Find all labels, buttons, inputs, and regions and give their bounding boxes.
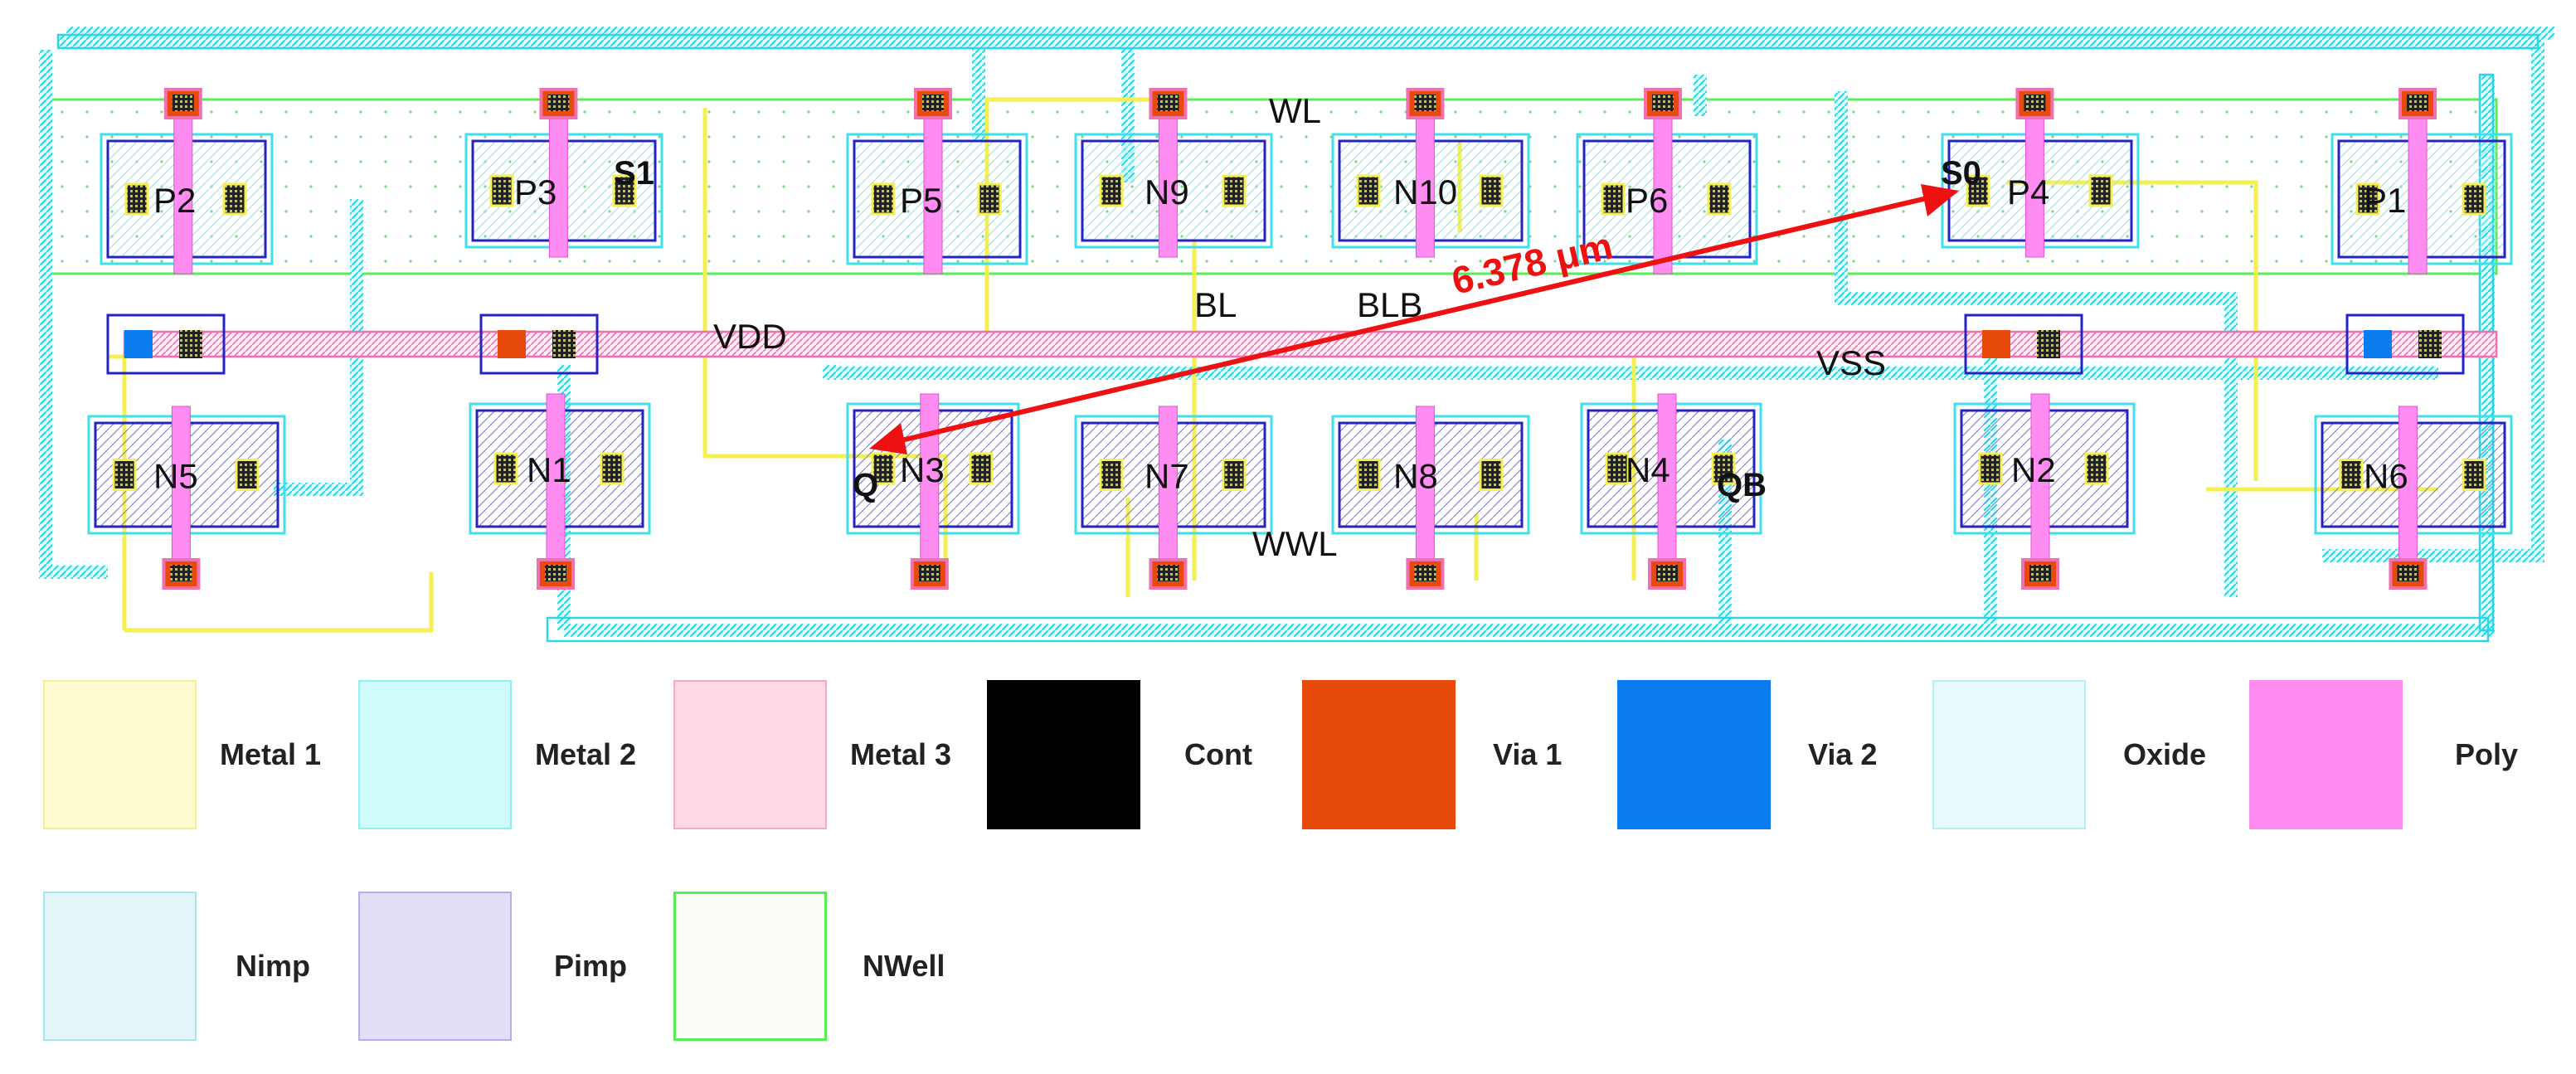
transistor-p6: P6 <box>1576 88 1758 275</box>
body-tie-cell <box>2345 313 2465 375</box>
node-label-q: Q <box>853 467 878 503</box>
transistor-n5: N5 <box>87 406 286 590</box>
node-label-s0: S0 <box>1941 155 1981 192</box>
metal2-routing <box>39 27 2554 637</box>
transistor-label-n9: N9 <box>1145 173 1189 211</box>
transistor-label-p2: P2 <box>153 181 196 220</box>
transistor-label-p5: P5 <box>900 181 942 220</box>
transistor-label-p6: P6 <box>1626 181 1668 220</box>
measurement-arrow <box>869 184 1959 454</box>
body-tie-cell <box>1964 313 2083 375</box>
transistor-n6: N6 <box>2314 406 2513 590</box>
transistor-n1: N1 <box>469 393 651 590</box>
transistor-label-n8: N8 <box>1393 457 1438 496</box>
transistor-label-p3: P3 <box>514 173 557 211</box>
transistor-n8: N8 <box>1331 406 1530 590</box>
transistor-label-n4: N4 <box>1626 450 1670 489</box>
transistor-n2: N2 <box>1953 393 2136 590</box>
transistor-n7: N7 <box>1074 406 1273 590</box>
transistor-p3: P3 <box>464 88 663 258</box>
transistor-p4: P4 <box>1941 88 2140 258</box>
transistor-p1: P1 <box>2331 88 2513 275</box>
node-label-qb: QB <box>1717 467 1767 503</box>
transistor-p5: P5 <box>846 88 1028 275</box>
transistor-n10: N10 <box>1331 88 1530 258</box>
transistor-n4: N4 <box>1580 393 1762 590</box>
transistor-n3: N3 <box>846 393 1020 590</box>
body-tie-cell <box>106 313 226 375</box>
net-label-vdd: VDD <box>713 317 787 356</box>
net-label-wl: WL <box>1269 91 1321 130</box>
transistor-n9: N9 <box>1074 88 1273 258</box>
transistor-label-n10: N10 <box>1393 173 1457 211</box>
node-label-s1: S1 <box>614 155 654 192</box>
transistor-label-n6: N6 <box>2364 457 2408 496</box>
transistor-label-n1: N1 <box>527 450 571 489</box>
net-label-vss: VSS <box>1816 343 1886 382</box>
transistor-label-p1: P1 <box>2364 181 2406 220</box>
transistor-p2: P2 <box>100 88 274 275</box>
transistor-label-n5: N5 <box>153 457 198 496</box>
transistor-label-n2: N2 <box>2011 450 2056 489</box>
net-label-bl: BL <box>1194 285 1237 324</box>
net-label-wwl: WWL <box>1252 524 1338 563</box>
transistor-label-p4: P4 <box>2007 173 2049 211</box>
transistor-label-n3: N3 <box>900 450 945 489</box>
body-tie-cell <box>479 313 599 375</box>
transistor-label-n7: N7 <box>1145 457 1189 496</box>
